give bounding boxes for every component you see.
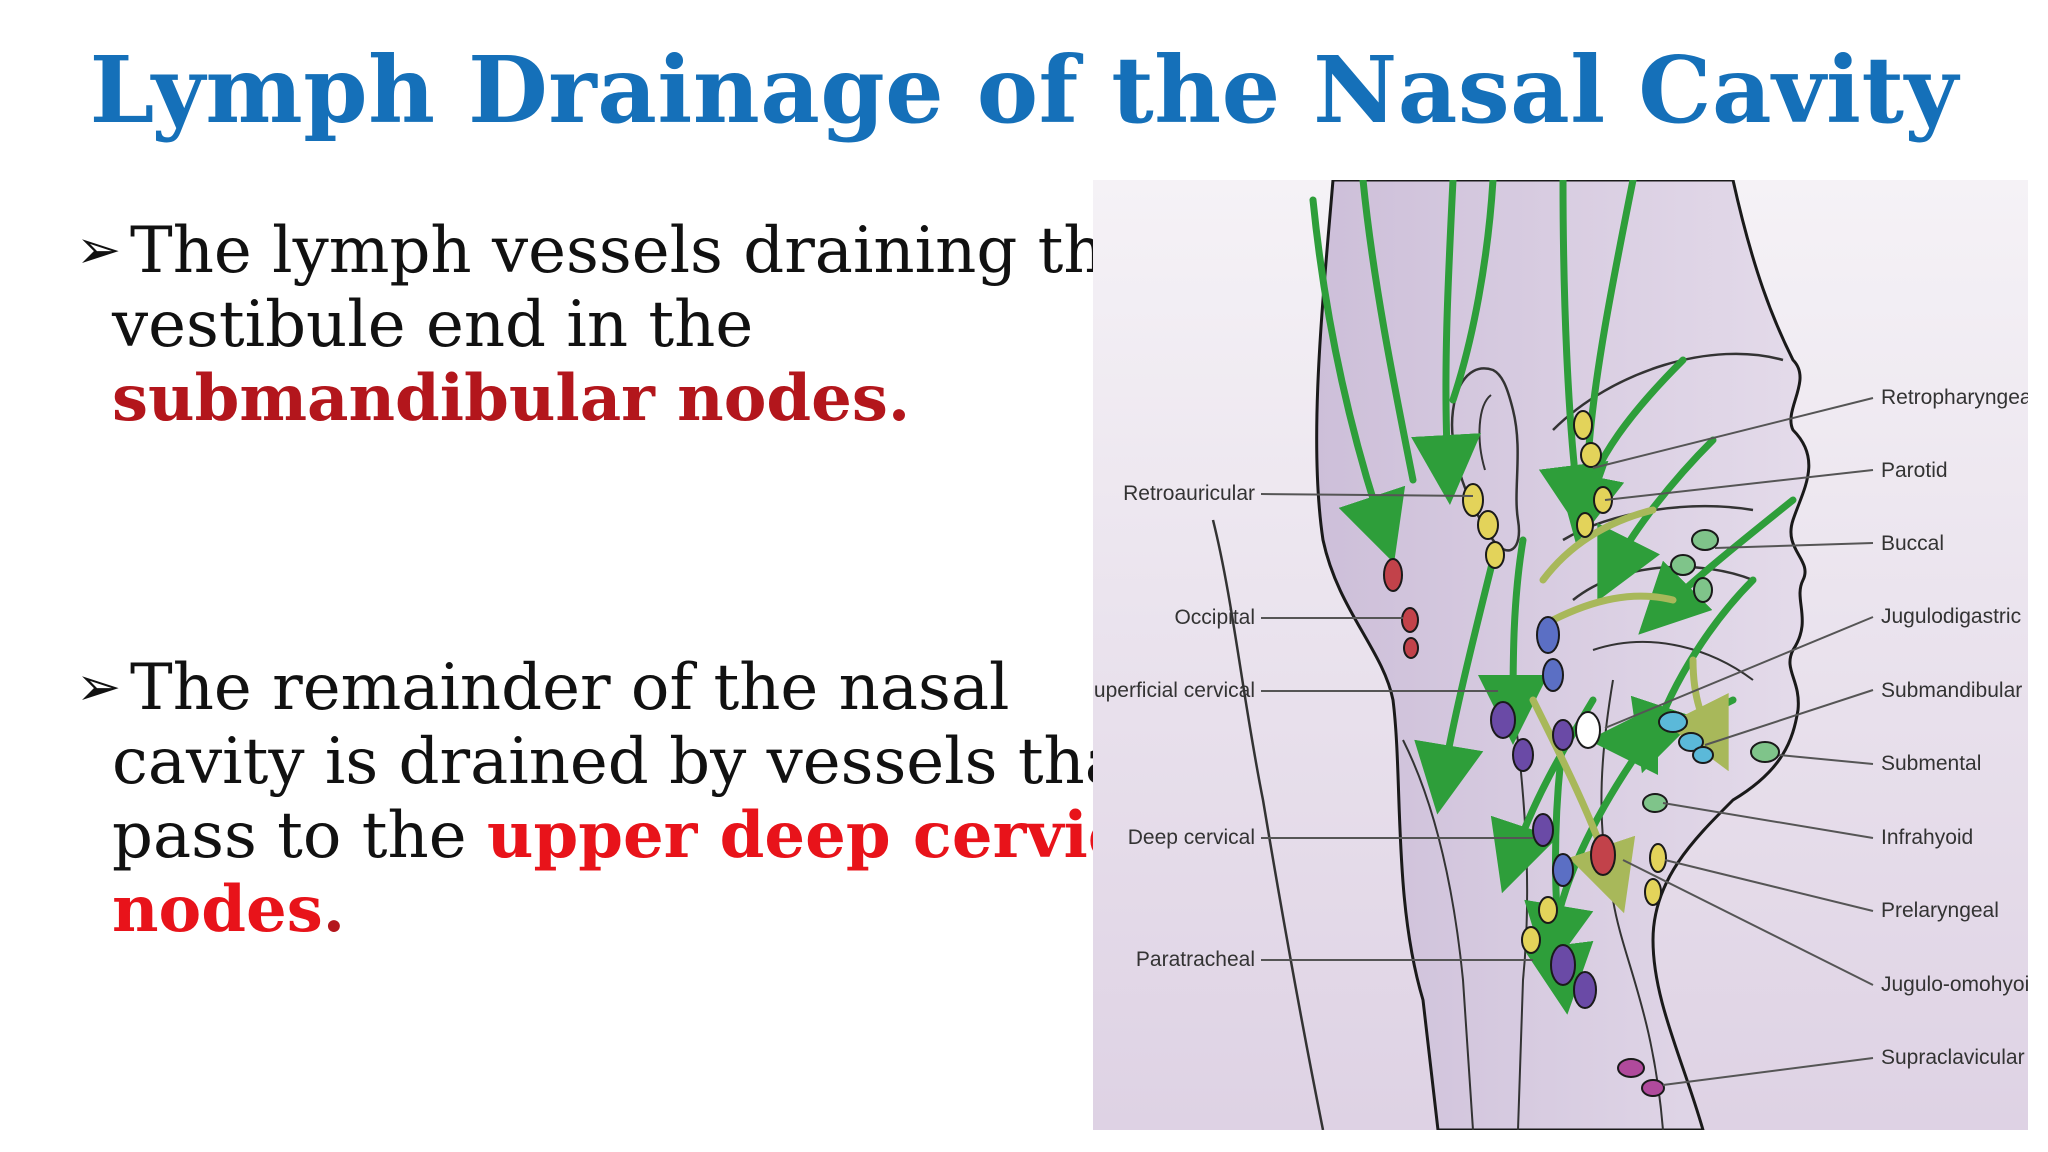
label-paratracheal: Paratracheal <box>1136 948 1255 971</box>
bullet-arrow-icon: ➢ <box>76 218 122 281</box>
bullet-arrow-icon: ➢ <box>76 655 122 718</box>
bullet-item-2: ➢The remainder of the nasal cavity is dr… <box>76 650 1193 947</box>
label-deep-cervical: Deep cervical <box>1128 826 1255 849</box>
lymph-nodes <box>1383 410 1780 1097</box>
label-jugulodigastric: Jugulodigastric <box>1881 605 2021 628</box>
label-superficial-cervical: Superficial cervical <box>1093 679 1255 702</box>
bullet-2-line-3: pass to the <box>112 799 467 873</box>
label-retropharyngeal: Retropharyngeal <box>1881 386 2028 409</box>
bullet-2-highlight-continued: nodes <box>112 872 323 947</box>
label-prelaryngeal: Prelaryngeal <box>1881 899 1999 922</box>
slide-title: Lymph Drainage of the Nasal Cavity <box>89 36 1959 144</box>
label-parotid: Parotid <box>1881 459 1948 482</box>
jaw-line <box>1592 640 1754 681</box>
label-infrahyoid: Infrahyoid <box>1881 826 1973 849</box>
back-neck-line <box>1211 519 1325 1130</box>
label-buccal: Buccal <box>1881 532 1944 555</box>
bullet-2-line-1: The remainder of the nasal <box>130 651 1010 725</box>
left-leader-lines <box>1260 493 1533 961</box>
bullet-1-line-1: The lymph vessels draining the <box>130 214 1143 288</box>
label-jugulo-omohyoid: Jugulo-omohyoid <box>1881 973 2028 996</box>
label-occipital: Occipital <box>1174 606 1255 629</box>
bullet-2-trailing-period: . <box>322 872 345 947</box>
lymph-node-diagram: Retroauricular Occipital Superficial cer… <box>1093 180 2028 1130</box>
bullet-1-highlight: submandibular nodes. <box>112 361 911 436</box>
left-labels: Retroauricular Occipital Superficial cer… <box>1093 482 1255 971</box>
nasal-line <box>1552 352 1784 431</box>
head-neck-illustration: Retroauricular Occipital Superficial cer… <box>1093 180 2028 1130</box>
right-labels: Retropharyngeal Parotid Buccal Jugulodig… <box>1881 386 2028 1069</box>
head-silhouette <box>1315 180 1811 1130</box>
label-retroauricular: Retroauricular <box>1123 482 1255 505</box>
ear-outline <box>1450 367 1521 552</box>
bullet-2-line-2: cavity is drained by vessels that <box>112 725 1149 799</box>
bullet-1-line-2: vestibule end in the <box>112 288 754 362</box>
right-leader-lines <box>1592 397 1874 1086</box>
label-submandibular: Submandibular <box>1881 679 2022 702</box>
label-submental: Submental <box>1881 752 1981 775</box>
ear-inner <box>1478 394 1492 471</box>
label-supraclavicular: Supraclavicular <box>1881 1046 2025 1069</box>
bullet-2-highlight: upper deep cervical <box>486 798 1193 873</box>
bullet-item-1: ➢The lymph vessels draining the vestibul… <box>76 213 1142 436</box>
